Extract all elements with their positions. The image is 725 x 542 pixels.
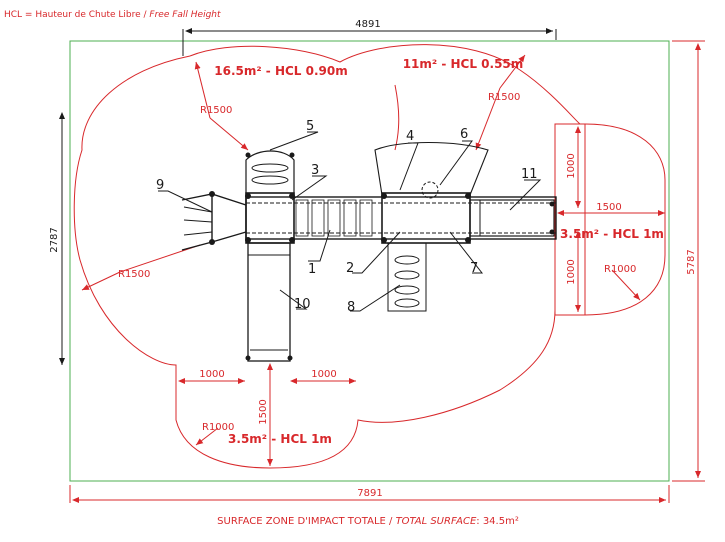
radius-top-right: R1500	[488, 92, 520, 103]
bottom-height-label: 1500	[258, 399, 269, 424]
right-zone-bottom-label: 1000	[566, 259, 577, 284]
right-zone-dimensions: 1000 1000 1500	[557, 126, 665, 312]
top-width-label: 4891	[355, 19, 380, 30]
hcl-legend: HCL = Hauteur de Chute Libre / Free Fall…	[4, 10, 221, 20]
bottom-left-label: 1000	[199, 369, 224, 380]
callout-9: 9	[156, 178, 164, 193]
callout-11: 11	[521, 167, 538, 182]
bottom-right-label: 1000	[311, 369, 336, 380]
bottom-zone-dimensions: 1000 1000 1500	[178, 363, 356, 466]
callout-6: 6	[460, 127, 468, 142]
zone-label-right: 3.5m² - HCL 1m	[560, 227, 664, 241]
callout-numbers: 1 2 3 4 5 6 7 8 9 10 11	[156, 119, 538, 315]
right-zone-width-label: 1500	[596, 202, 621, 213]
top-width-dimension: 4891	[182, 19, 557, 56]
callout-leaders	[158, 131, 542, 312]
right-height-label: 5787	[686, 249, 697, 274]
callout-5: 5	[306, 119, 314, 134]
total-surface-label: SURFACE ZONE D'IMPACT TOTALE / TOTAL SUR…	[217, 516, 519, 527]
zone-label-top-right: 11m² - HCL 0.55m	[403, 57, 524, 71]
radius-left: R1500	[118, 269, 150, 280]
right-zone-box	[554, 123, 586, 316]
total-width-dimension: 7891	[69, 485, 670, 503]
callout-3: 3	[311, 163, 319, 178]
callout-4: 4	[406, 129, 414, 144]
radius-leaders: R1500 R1500 R1500 R1000 R1000	[81, 54, 641, 446]
bounding-box	[69, 40, 670, 482]
callout-10: 10	[294, 297, 311, 312]
playground-structure	[181, 142, 557, 362]
impact-zone-outline	[73, 44, 666, 469]
radius-top-left: R1500	[200, 105, 232, 116]
callout-2: 2	[346, 261, 354, 276]
callout-8: 8	[347, 300, 355, 315]
left-height-label: 2787	[49, 227, 60, 252]
right-height-dimension: 5787	[672, 40, 705, 482]
zone-label-bottom: 3.5m² - HCL 1m	[228, 432, 332, 446]
radius-right-zone: R1000	[604, 264, 636, 275]
callout-7: 7	[470, 261, 478, 276]
right-zone-top-label: 1000	[566, 153, 577, 178]
callout-1: 1	[308, 262, 316, 277]
radius-bottom-zone: R1000	[202, 422, 234, 433]
total-width-label: 7891	[357, 488, 382, 499]
zone-label-top-left: 16.5m² - HCL 0.90m	[214, 64, 348, 78]
left-height-dimension: 2787	[49, 112, 65, 365]
